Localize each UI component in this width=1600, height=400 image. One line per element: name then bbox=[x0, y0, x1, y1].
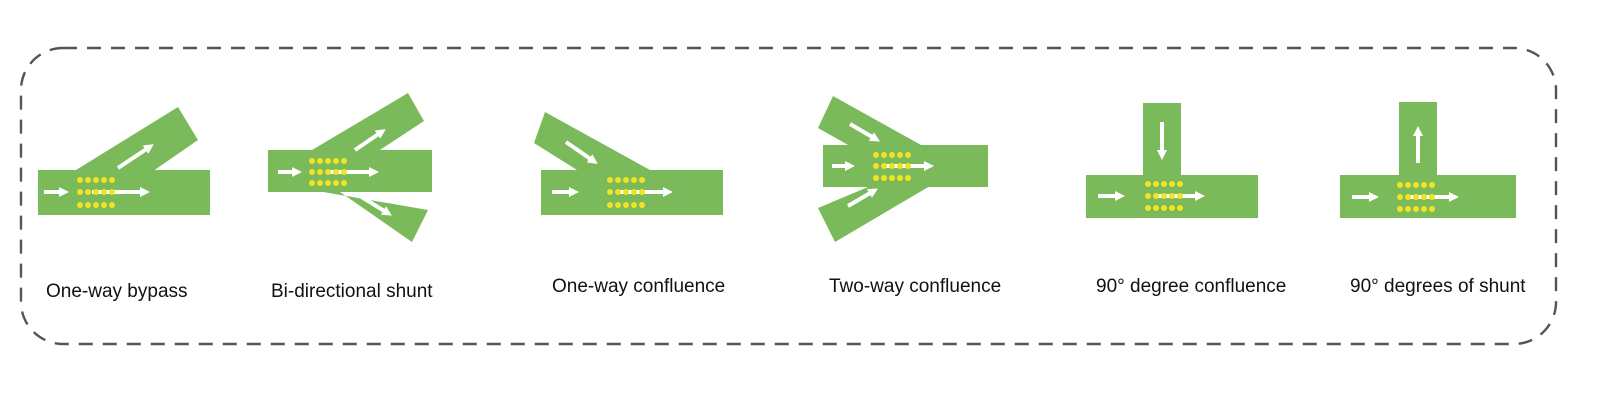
sensor-dots bbox=[77, 177, 115, 208]
one-way-bypass-icon bbox=[38, 107, 210, 215]
bi-directional-shunt-icon bbox=[268, 93, 432, 242]
sensor-dots bbox=[1397, 182, 1435, 212]
one-way-bypass-label: One-way bypass bbox=[46, 281, 188, 302]
degree-confluence-90-icon bbox=[1086, 103, 1258, 218]
upper-branch-arrow bbox=[353, 129, 386, 152]
degree-confluence-90-label: 90° degree confluence bbox=[1096, 276, 1287, 297]
upper-merging-arrow bbox=[848, 122, 881, 142]
degrees-of-shunt-90-label: 90° degrees of shunt bbox=[1350, 276, 1526, 297]
two-way-confluence-label: Two-way confluence bbox=[829, 276, 1002, 297]
sensor-dots bbox=[873, 152, 911, 181]
upper-branch-track bbox=[312, 93, 424, 163]
one-way-confluence-label: One-way confluence bbox=[552, 276, 726, 297]
dashed-frame bbox=[19, 46, 1558, 346]
lower-branch-track bbox=[300, 188, 428, 242]
one-way-confluence-icon bbox=[534, 112, 723, 215]
bi-directional-shunt-label: Bi-directional shunt bbox=[271, 281, 433, 302]
sensor-dots bbox=[1145, 181, 1183, 211]
lower-merging-track bbox=[818, 182, 930, 242]
two-way-confluence-icon bbox=[818, 96, 988, 242]
sensor-dots bbox=[607, 177, 645, 208]
branch-arrow bbox=[116, 144, 154, 170]
merging-arrow bbox=[564, 140, 598, 164]
degrees-of-shunt-90-icon bbox=[1340, 102, 1516, 218]
branch-track bbox=[76, 107, 198, 187]
sensor-dots bbox=[309, 158, 347, 186]
lower-merging-arrow bbox=[846, 188, 879, 208]
lower-branch-arrow bbox=[358, 194, 392, 216]
